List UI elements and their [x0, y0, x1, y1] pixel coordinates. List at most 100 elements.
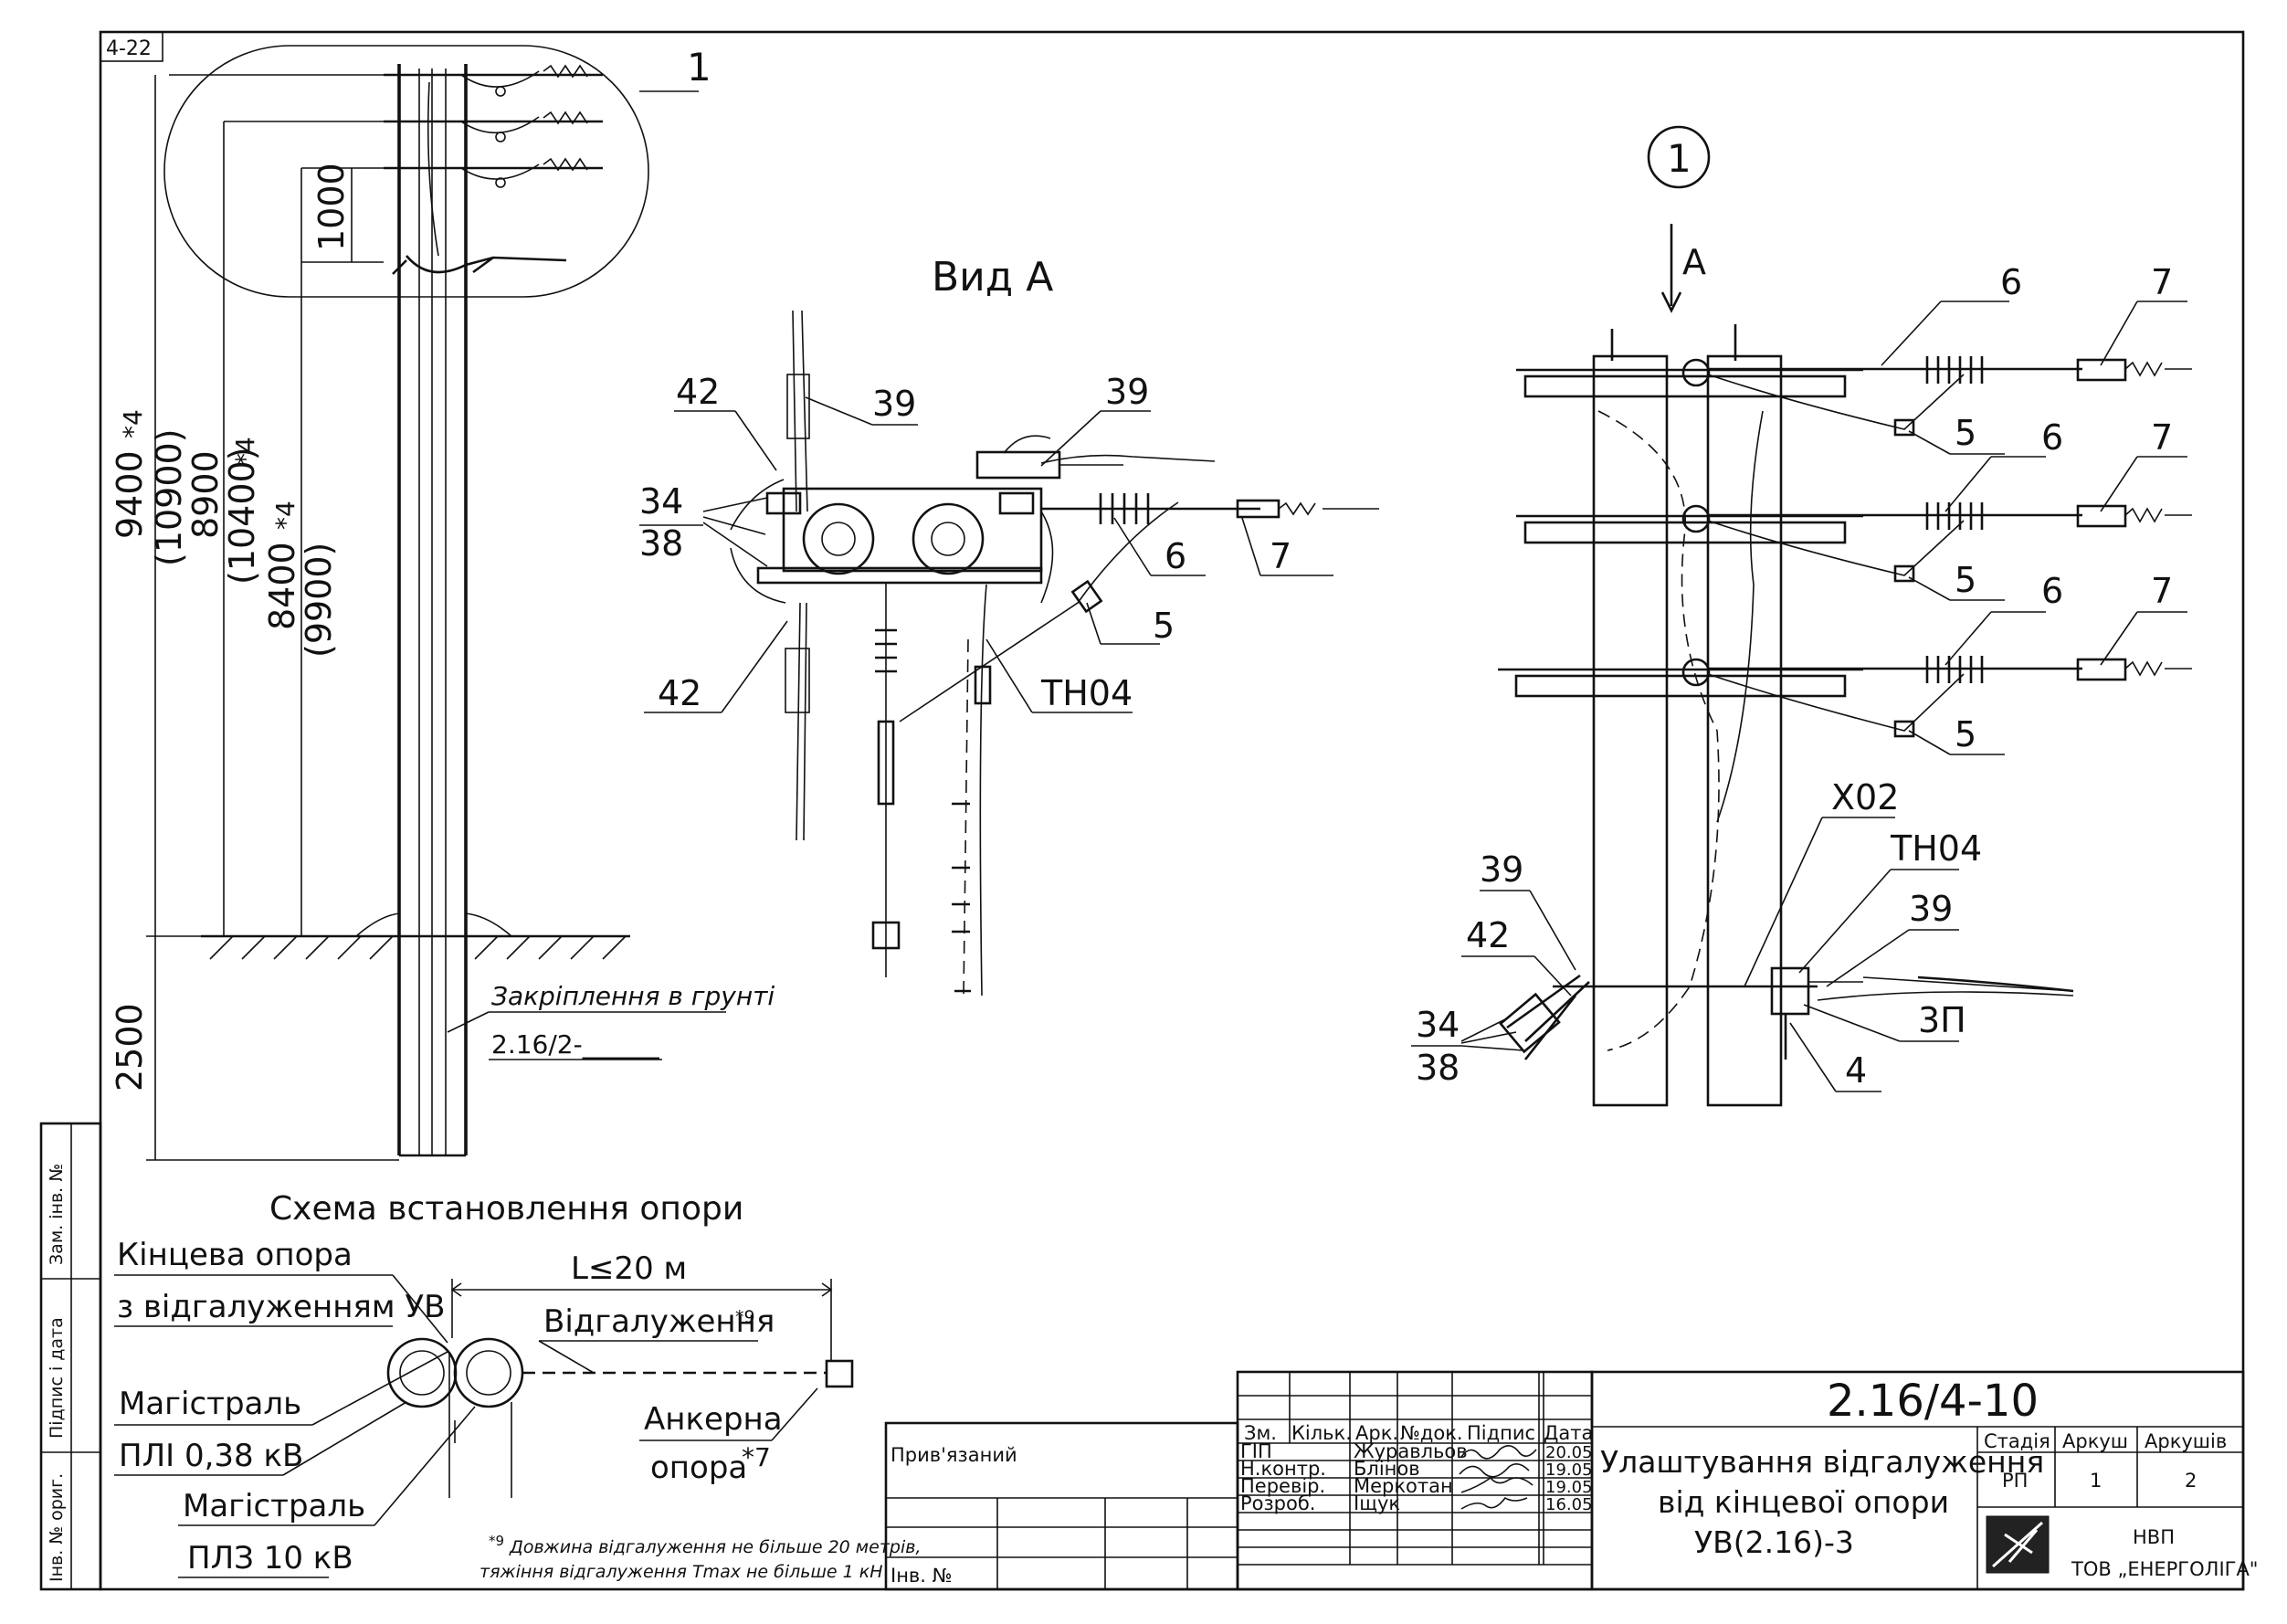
dim-8400: 8400 — [262, 542, 302, 630]
detail-1-callout-circle — [1647, 125, 1711, 189]
scheme-end-pole-line1: Кінцева опора — [117, 1237, 353, 1273]
scheme-end-pole-outer — [386, 1337, 458, 1408]
title-block-header-zm: Зм. — [1244, 1422, 1277, 1444]
view-a-label-39-right: 39 — [1105, 372, 1149, 412]
dim-10900: (10900) — [149, 428, 189, 566]
dim-10400-star: *4 — [230, 437, 260, 466]
sheet-corner-code: 4-22 — [106, 37, 152, 60]
detail-1-leaders — [1411, 301, 2187, 1092]
side-stamp-pidpys-data: Підпис і дата — [47, 1317, 67, 1439]
detail-1: 1 А — [1411, 125, 2192, 1107]
dim-9900: (9900) — [299, 543, 339, 658]
title-block-title-line2: від кінцевої опори — [1658, 1484, 1949, 1520]
scheme-second-pole-outer — [453, 1337, 524, 1408]
detail-1-row-2-label-6: 6 — [2041, 417, 2063, 458]
detail-1-callout-number: 1 — [1667, 136, 1692, 181]
company-logo — [1986, 1515, 2050, 1574]
detail-1-label-th04: ТН04 — [1890, 828, 1982, 869]
title-block-row2-role: Н.контр. — [1240, 1458, 1326, 1480]
title-block-row3-date: 19.05 — [1545, 1478, 1593, 1497]
installation-scheme: Схема встановлення опори Кінцева опора з… — [114, 1190, 921, 1582]
dim-2500: 2500 — [110, 1003, 150, 1091]
title-block-org-line2: ТОВ „ЕНЕРГОЛІГА" — [2071, 1558, 2258, 1580]
dim-9400-star: *4 — [118, 409, 148, 438]
detail-1-row-2-label-5: 5 — [1955, 560, 1976, 600]
ground-fixing-note: Закріплення в грунті — [491, 981, 775, 1011]
title-block-row2-date: 19.05 — [1545, 1461, 1593, 1480]
detail-1-row-3-label-6: 6 — [2041, 571, 2063, 611]
view-a-label-42-bottom: 42 — [658, 673, 701, 713]
title-block-prywyazanyj: Прив'язаний — [891, 1444, 1017, 1466]
title-block-stage-header: Стадія — [1984, 1430, 2050, 1452]
title-block-row1-date: 20.05 — [1545, 1443, 1593, 1462]
title-block-row2-name: Блінов — [1354, 1458, 1420, 1480]
scheme-branch-mark: *9 — [735, 1307, 755, 1327]
view-a-label-38: 38 — [639, 523, 683, 564]
view-a-clamp-body — [730, 435, 1123, 604]
detail-1-label-39-right: 39 — [1909, 889, 1953, 929]
scheme-footnote-mark: *9 — [489, 1533, 504, 1549]
dim-1000: 1000 — [311, 163, 352, 251]
view-a-label-6: 6 — [1165, 536, 1186, 576]
title-block-row1-role: ГІП — [1240, 1440, 1272, 1462]
scheme-anchor-mark: *7 — [742, 1442, 771, 1472]
view-a-hanging-string — [871, 583, 992, 997]
view-a-label-th04: ТН04 — [1040, 673, 1133, 713]
scheme-anchor-line2: опора — [650, 1450, 747, 1486]
title-block-title-line3: УВ(2.16)-3 — [1694, 1524, 1854, 1560]
view-a-label-5: 5 — [1153, 606, 1175, 646]
title-block-doc-code: 2.16/4-10 — [1827, 1376, 2039, 1427]
sheet-frame: 4-22 — [99, 30, 2245, 1591]
detail-1-view-arrow-label: А — [1682, 242, 1706, 282]
detail-1-poles — [1592, 324, 1783, 1107]
detail-1-label-38: 38 — [1416, 1048, 1460, 1088]
detail-1-row-3-label-5: 5 — [1955, 714, 1976, 754]
title-block-row4-name: Іщук — [1354, 1492, 1400, 1514]
detail-1-label-3p: 3П — [1918, 1000, 1966, 1040]
title-block-header-ark: Арк. — [1355, 1422, 1398, 1444]
view-a-label-34: 34 — [639, 481, 683, 522]
detail-1-row-1-label-6: 6 — [2000, 262, 2022, 302]
title-block-header-pidpys: Підпис — [1467, 1422, 1535, 1444]
detail-1-row-1-label-7: 7 — [2151, 262, 2173, 302]
dim-9400: 9400 — [110, 450, 150, 539]
title-block-header-kilk: Кільк. — [1291, 1422, 1352, 1444]
detail-1-lower-fittings — [1499, 966, 2074, 1060]
view-a-label-39-top: 39 — [872, 384, 916, 424]
scheme-length: L≤20 м — [571, 1250, 687, 1287]
detail-1-label-42: 42 — [1466, 915, 1510, 955]
title-block-sheet-header: Аркуш — [2062, 1430, 2128, 1452]
scheme-footnote-line1: Довжина відгалуження не більше 20 метрів… — [509, 1537, 921, 1557]
title-block-sheets: 2 — [2185, 1470, 2197, 1492]
title-block-row4-role: Розроб. — [1240, 1492, 1315, 1514]
title-block: Прив'язаний Інв. № Зм. Кільк. Арк. №док.… — [884, 1370, 2258, 1591]
view-a-label-42-top: 42 — [676, 372, 720, 412]
dim-8400-star: *4 — [270, 501, 300, 530]
title-block-row3-name: Меркотан — [1354, 1475, 1453, 1497]
scheme-main1-line2: ПЛІ 0,38 кВ — [119, 1438, 303, 1474]
title-block-sheet: 1 — [2090, 1470, 2102, 1492]
detail-1-crossarm-row-2 — [1516, 502, 2192, 583]
scheme-anchor-line1: Анкерна — [644, 1401, 783, 1438]
detail-1-crossarm-row-1 — [1516, 356, 2192, 437]
detail-1-label-4: 4 — [1845, 1050, 1867, 1091]
title-block-title-line1: Улаштування відгалуження — [1600, 1444, 2044, 1480]
scheme-main2-line2: ПЛЗ 10 кВ — [187, 1540, 353, 1577]
ground-line — [201, 912, 630, 960]
detail-1-label-39-left: 39 — [1480, 849, 1523, 890]
detail-1-label-34: 34 — [1416, 1005, 1460, 1045]
title-block-row4-date: 16.05 — [1545, 1495, 1593, 1514]
scheme-anchor-pole — [825, 1359, 854, 1388]
detail-1-label-x02: Х02 — [1831, 777, 1899, 817]
pole-callout-number: 1 — [687, 45, 711, 90]
view-a-title: Вид А — [932, 254, 1053, 301]
detail-1-crossarm-row-3 — [1498, 656, 2192, 738]
ground-fixing-code: 2.16/2-______ — [491, 1029, 660, 1060]
dim-8900: 8900 — [185, 450, 226, 539]
title-block-row3-role: Перевір. — [1240, 1475, 1325, 1497]
view-a: Вид А — [639, 254, 1379, 997]
scheme-main1-line1: Магістраль — [119, 1386, 301, 1422]
title-block-org-line1: НВП — [2133, 1526, 2175, 1548]
title-block-sheets-header: Аркушів — [2145, 1430, 2227, 1452]
